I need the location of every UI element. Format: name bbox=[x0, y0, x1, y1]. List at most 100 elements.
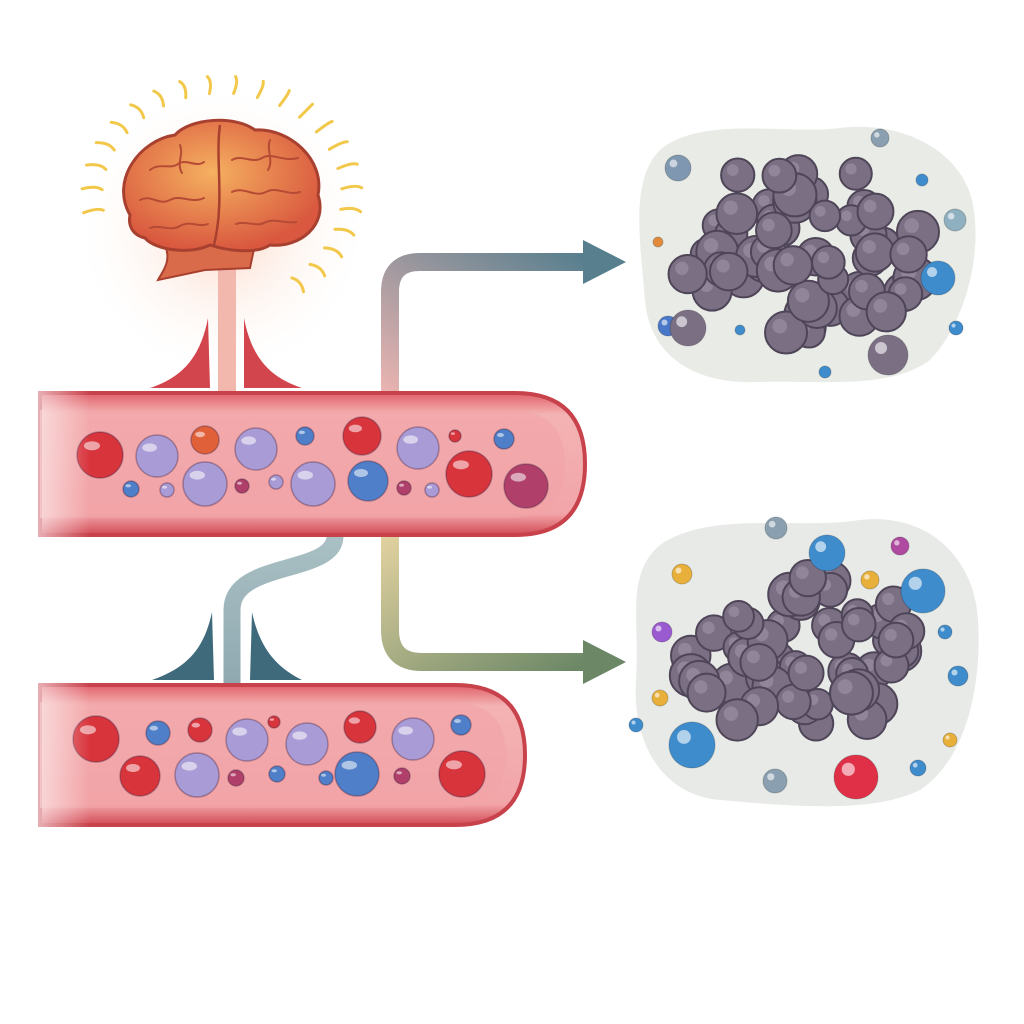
floating-particle bbox=[762, 768, 788, 794]
floating-particle bbox=[664, 154, 692, 182]
blue-cell bbox=[145, 720, 171, 746]
purple-cell bbox=[225, 718, 269, 762]
protein-clump bbox=[755, 211, 793, 250]
ray bbox=[84, 163, 108, 171]
floating-particle bbox=[937, 624, 953, 640]
red-blood-cell bbox=[343, 710, 377, 744]
purple-cell bbox=[135, 434, 179, 478]
left-fade bbox=[0, 360, 90, 860]
floating-particle bbox=[764, 516, 788, 540]
purple-cell bbox=[182, 461, 228, 507]
floating-particle bbox=[915, 173, 929, 187]
blue-cell bbox=[450, 714, 472, 736]
ray bbox=[255, 79, 265, 100]
ray bbox=[94, 141, 116, 152]
lower-blood-vessel bbox=[38, 683, 528, 827]
protein-clump bbox=[854, 232, 896, 273]
purple-cell bbox=[268, 474, 284, 490]
blue-cell bbox=[493, 428, 515, 450]
floating-particle bbox=[900, 568, 946, 614]
protein-clump bbox=[856, 192, 895, 231]
protein-clump bbox=[772, 245, 814, 286]
arrow-to-upper-aggregate bbox=[381, 240, 626, 392]
floating-particle bbox=[669, 309, 707, 347]
red-blood-cell bbox=[267, 715, 281, 729]
floating-particle bbox=[947, 665, 969, 687]
purple-cell bbox=[424, 482, 440, 498]
protein-clump bbox=[838, 156, 873, 191]
ray bbox=[308, 262, 327, 278]
upper-protein-aggregate bbox=[639, 126, 976, 383]
floating-particle bbox=[920, 260, 956, 296]
floating-particle bbox=[948, 320, 964, 336]
purple-cell bbox=[290, 461, 336, 507]
ray bbox=[205, 75, 212, 96]
protein-clump bbox=[829, 670, 874, 716]
ray bbox=[178, 80, 188, 100]
floating-particle bbox=[668, 721, 716, 769]
protein-clump bbox=[708, 251, 749, 292]
protein-clump bbox=[841, 606, 877, 643]
flare-left-lower bbox=[152, 612, 214, 680]
protein-clump bbox=[877, 621, 915, 659]
purple-cell bbox=[285, 722, 329, 766]
protein-clump bbox=[811, 245, 846, 280]
ray bbox=[333, 227, 356, 237]
blue-cell bbox=[268, 765, 286, 783]
floating-particle bbox=[943, 208, 967, 232]
ray bbox=[323, 246, 344, 259]
magenta-cell bbox=[396, 480, 412, 496]
ray bbox=[298, 102, 314, 119]
orange-cell bbox=[190, 425, 220, 455]
floating-particle bbox=[942, 732, 958, 748]
protein-clump bbox=[865, 291, 907, 333]
purple-cell bbox=[159, 482, 175, 498]
flare-right-lower bbox=[250, 612, 302, 680]
protein-clump bbox=[889, 235, 928, 274]
lower-protein-aggregate bbox=[628, 516, 979, 807]
protein-clump bbox=[788, 558, 827, 598]
floating-particle bbox=[870, 128, 890, 148]
protein-clump bbox=[715, 192, 759, 236]
vessel-connector bbox=[223, 534, 344, 688]
protein-clump bbox=[739, 642, 779, 682]
red-blood-cell bbox=[342, 416, 382, 456]
floating-particle bbox=[860, 570, 880, 590]
ray bbox=[290, 276, 305, 294]
red-blood-cell bbox=[448, 429, 462, 443]
red-blood-cell bbox=[438, 750, 486, 798]
protein-clump bbox=[808, 199, 842, 233]
ray bbox=[152, 89, 166, 108]
magenta-cell bbox=[234, 478, 250, 494]
protein-clump bbox=[787, 654, 825, 692]
floating-particle bbox=[671, 563, 693, 585]
protein-clump bbox=[786, 279, 830, 323]
blue-cell bbox=[347, 460, 389, 502]
arrowhead-lower bbox=[583, 640, 626, 684]
protein-clump bbox=[720, 157, 756, 193]
blue-cell bbox=[122, 480, 140, 498]
floating-particle bbox=[651, 689, 669, 707]
ray bbox=[129, 103, 146, 120]
ray bbox=[340, 184, 364, 191]
ray bbox=[80, 185, 104, 192]
arrowhead-upper bbox=[583, 240, 626, 284]
magenta-cell bbox=[227, 769, 245, 787]
protein-clump bbox=[686, 672, 727, 713]
ray bbox=[327, 140, 349, 151]
floating-particle bbox=[808, 534, 846, 572]
red-blood-cell bbox=[445, 450, 493, 498]
blue-cell bbox=[334, 751, 380, 797]
upper-blood-vessel bbox=[38, 391, 588, 537]
purple-cell bbox=[391, 717, 435, 761]
ray bbox=[109, 120, 129, 135]
brain-rays bbox=[80, 75, 364, 294]
floating-particle bbox=[909, 759, 927, 777]
floating-particle bbox=[628, 717, 644, 733]
purple-cell bbox=[396, 426, 440, 470]
ray bbox=[339, 206, 363, 214]
protein-clump bbox=[764, 310, 809, 355]
blue-cell bbox=[295, 426, 315, 446]
red-blood-cell bbox=[119, 755, 161, 797]
